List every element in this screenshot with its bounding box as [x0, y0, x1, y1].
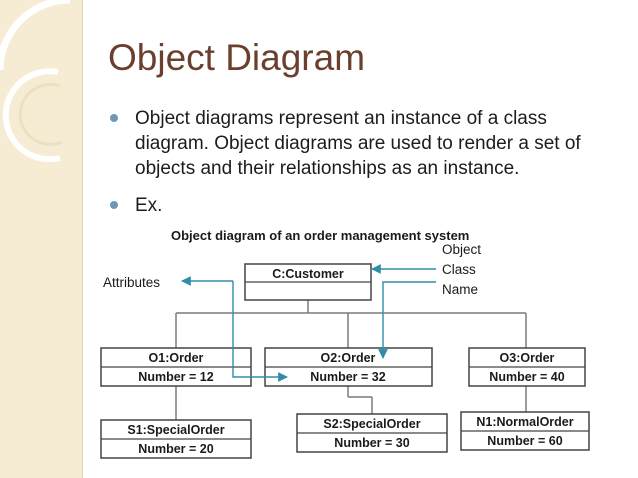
- object-attribute: Number = 32: [310, 370, 385, 384]
- bullet-item: Object diagrams represent an instance of…: [108, 106, 613, 181]
- object-attribute: Number = 12: [138, 370, 213, 384]
- object-annotation: Object: [442, 242, 481, 257]
- annotation-arrows: [181, 264, 436, 382]
- object-name: O1:Order: [149, 351, 204, 365]
- detail-object-box: N1:NormalOrder Number = 60: [460, 411, 590, 451]
- class-name-arrow-down: [378, 281, 436, 359]
- object-name: O3:Order: [500, 351, 555, 365]
- object-attribute: Number = 40: [489, 370, 564, 384]
- object-attribute: Number = 20: [138, 442, 213, 456]
- object-name: C:Customer: [272, 267, 344, 281]
- attributes-annotation: Attributes: [103, 275, 160, 290]
- object-name: O2:Order: [321, 351, 376, 365]
- decorative-side-band: [0, 0, 82, 478]
- side-band-edge: [82, 0, 83, 478]
- order-object-box: O1:Order Number = 12: [100, 347, 252, 387]
- class-annotation: Class: [442, 262, 476, 277]
- bullet-icon: [110, 201, 118, 209]
- customer-object-box: C:Customer: [244, 263, 372, 301]
- bullet-list: Object diagrams represent an instance of…: [108, 106, 613, 230]
- object-name: S2:SpecialOrder: [323, 417, 420, 431]
- bullet-item: Ex.: [108, 193, 613, 218]
- bullet-text: Object diagrams represent an instance of…: [135, 108, 581, 179]
- slide-title: Object Diagram: [108, 37, 366, 78]
- bullet-icon: [110, 114, 118, 122]
- object-attribute: Number = 30: [334, 436, 409, 450]
- object-attribute: Number = 60: [487, 434, 562, 448]
- object-name: S1:SpecialOrder: [127, 423, 224, 437]
- decorative-arcs: [0, 0, 71, 163]
- detail-object-box: S1:SpecialOrder Number = 20: [100, 419, 252, 459]
- detail-object-box: S2:SpecialOrder Number = 30: [296, 413, 448, 453]
- diagram-title: Object diagram of an order management sy…: [171, 228, 469, 243]
- order-object-box: O3:Order Number = 40: [468, 347, 586, 387]
- connector-lines: [175, 300, 527, 420]
- name-annotation: Name: [442, 282, 478, 297]
- object-name: N1:NormalOrder: [476, 415, 573, 429]
- order-object-box: O2:Order Number = 32: [264, 347, 433, 387]
- bullet-text: Ex.: [135, 195, 163, 216]
- attributes-arrow-down: [232, 281, 288, 382]
